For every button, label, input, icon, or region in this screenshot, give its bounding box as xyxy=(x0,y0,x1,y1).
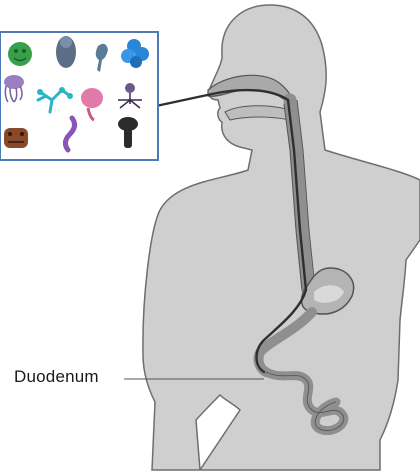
human-silhouette xyxy=(143,5,420,470)
green-virus-icon xyxy=(8,42,32,66)
brown-bacterium-icon xyxy=(4,128,28,148)
microbe-inset xyxy=(0,32,158,160)
duodenum-label: Duodenum xyxy=(14,367,99,387)
